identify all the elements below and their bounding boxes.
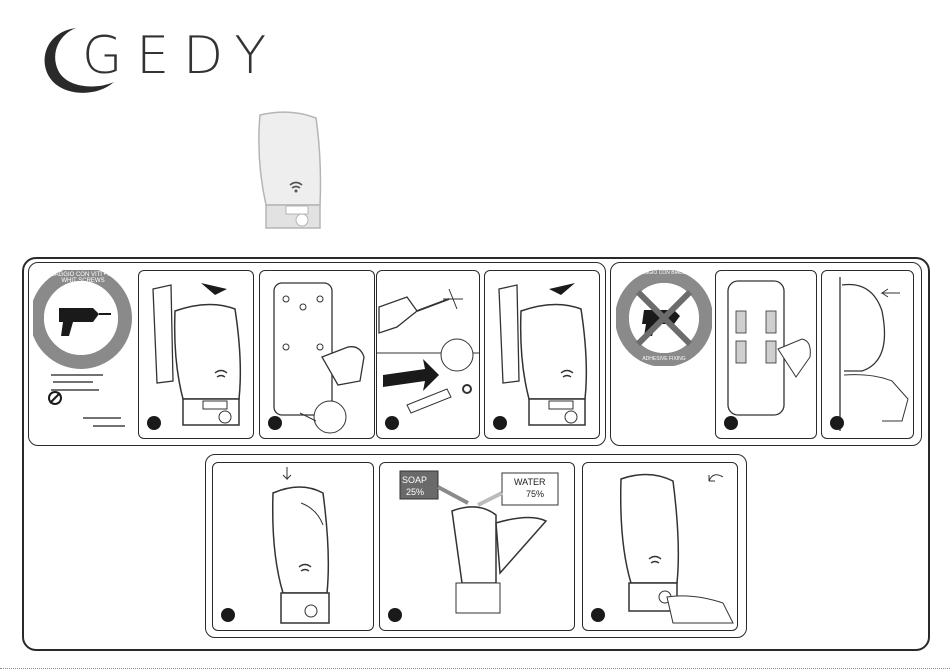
step-marker	[268, 416, 282, 430]
step-marker	[830, 416, 844, 430]
screws-badge-text: FISSAGGIO CON VITI • FIXES WHIT SCREWS	[41, 272, 125, 284]
brand-name: GEDY	[82, 26, 280, 86]
step-marker	[591, 608, 605, 622]
product-image	[250, 110, 330, 235]
step-panel-adhesive-2	[821, 270, 914, 439]
step-panel-4	[484, 270, 600, 439]
bottom-divider	[0, 668, 950, 669]
water-percent: 75%	[526, 489, 556, 499]
soap-label: SOAP	[402, 475, 436, 485]
soap-percent: 25%	[406, 487, 436, 497]
adhesive-badge-bottom: ADHESIVE FIXING	[616, 356, 712, 362]
step-panel-adhesive-1	[715, 270, 817, 439]
step-marker	[221, 608, 235, 622]
step-marker	[388, 608, 402, 622]
step-panel-2	[259, 270, 375, 439]
step-panel-1	[138, 270, 254, 439]
step-panel-refill: SOAP 25% WATER 75%	[379, 462, 575, 631]
brand-logo: GEDY	[36, 20, 276, 110]
step-marker	[385, 416, 399, 430]
screws-tools-panel: FISSAGGIO CON VITI • FIXES WHIT SCREWS	[33, 270, 133, 440]
step-panel-dispense	[582, 462, 738, 631]
step-marker	[147, 416, 161, 430]
adhesive-badge: FISSAGGIO CON BIADESIVO ADHESIVE FIXING	[616, 270, 712, 366]
step-marker	[493, 416, 507, 430]
adhesive-badge-top: FISSAGGIO CON BIADESIVO	[616, 270, 712, 276]
step-marker	[724, 416, 738, 430]
water-label: WATER	[514, 477, 554, 487]
step-panel-3	[376, 270, 480, 439]
step-panel-open	[212, 462, 374, 631]
